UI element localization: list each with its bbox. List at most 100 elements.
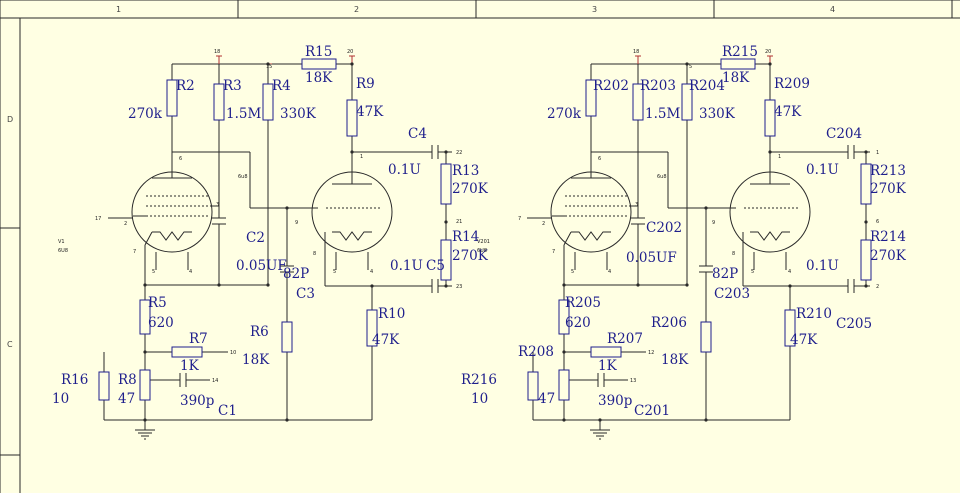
label-r7-value: 1K — [180, 358, 200, 374]
label-r16-value: 10 — [52, 391, 69, 407]
capacitor-c2 — [212, 212, 226, 228]
label-r213-value: 270K — [870, 181, 907, 197]
label-c202-value: 0.05UF — [626, 250, 677, 266]
label-r9-value: 47K — [356, 104, 384, 120]
net2-2: 2 — [876, 284, 879, 290]
tube-id-label: V1 — [58, 239, 65, 245]
label-c3-value: 82P — [283, 266, 309, 282]
pin-1: 1 — [360, 154, 363, 160]
label-r3-value: 1.5M — [226, 106, 261, 122]
label-c3: C3 — [296, 286, 315, 302]
net2-18: 18 — [633, 49, 639, 55]
label-c203: C203 — [714, 286, 750, 302]
label-c204: C204 — [826, 126, 862, 142]
pin2-5a: 5 — [571, 269, 574, 275]
amplifier-stage-1: R2 270k R3 1.5M R4 330K R15 18K R9 47K C… — [52, 44, 490, 440]
pin2-7: 7 — [552, 249, 555, 255]
resistor-r202 — [585, 79, 597, 117]
net-21: 21 — [456, 219, 462, 225]
label-r205-value: 620 — [565, 315, 591, 331]
label-r210: R210 — [796, 306, 832, 322]
pin-8: 8 — [313, 251, 316, 257]
label-r14-value: 270K — [452, 248, 489, 264]
net-23: 23 — [456, 284, 462, 290]
tube-pin-label: 6u8 — [238, 174, 248, 180]
row-label-d: D — [7, 115, 13, 124]
net-10: 10 — [230, 350, 236, 356]
resistor-r9 — [346, 99, 358, 137]
resistor-r203 — [632, 83, 644, 121]
label-c4-value: 0.1U — [388, 162, 421, 178]
label-r209-value: 47K — [774, 104, 802, 120]
label-c203-value: 82P — [712, 266, 738, 282]
vacuum-tube-pentode — [131, 170, 219, 270]
capacitor-c4 — [431, 145, 439, 159]
label-r7: R7 — [189, 331, 208, 347]
ground-symbol — [135, 429, 155, 440]
capacitor-c1 — [179, 373, 187, 387]
label-r214-value: 270K — [870, 248, 907, 264]
label-r215: R215 — [722, 44, 758, 60]
label-r8-value: 47 — [118, 391, 135, 407]
net-22: 22 — [456, 150, 462, 156]
pin2-9: 9 — [712, 220, 715, 226]
vacuum-tube-triode-2 — [729, 171, 811, 286]
label-r2-value: 270k — [128, 106, 163, 122]
capacitor-c3 — [280, 265, 294, 273]
net2-13: 13 — [630, 378, 636, 384]
resistor-r5 — [139, 299, 151, 335]
stage1-pin-labels: V1 6U8 6u8 V201 6U8 18 20 15 6 9 1 22 21… — [58, 49, 490, 384]
label-r4: R4 — [272, 78, 291, 94]
label-r15: R15 — [305, 44, 332, 60]
resistor-r213 — [860, 163, 872, 205]
resistor-r210 — [784, 309, 796, 347]
label-r2: R2 — [176, 78, 195, 94]
pin-4a: 4 — [189, 269, 192, 275]
label-r216-value: 10 — [471, 391, 488, 407]
label-r214: R214 — [870, 229, 906, 245]
resistor-r208 — [527, 371, 539, 401]
resistor-r215 — [720, 58, 756, 70]
resistor-r206 — [700, 321, 712, 353]
label-r3: R3 — [223, 78, 242, 94]
pin2-2: 2 — [542, 221, 545, 227]
vacuum-tube-pentode-2 — [550, 170, 638, 270]
label-r213: R213 — [870, 163, 906, 179]
label-r13: R13 — [452, 163, 479, 179]
tube-type-label: 6U8 — [58, 248, 68, 254]
label-r215-value: 18K — [722, 70, 750, 86]
pin-3: 3 — [216, 202, 219, 208]
label-r202: R202 — [593, 78, 629, 94]
vacuum-tube-triode — [311, 171, 393, 286]
resistor-r10 — [366, 309, 378, 347]
label-r13-value: 270K — [452, 181, 489, 197]
net2-7: 7 — [518, 216, 521, 222]
column-label-1: 1 — [116, 5, 121, 14]
net2-20: 20 — [765, 49, 771, 55]
pin-6: 6 — [179, 156, 182, 162]
label-r216: R216 — [461, 372, 497, 388]
label-r208: R208 — [518, 344, 554, 360]
net-17: 17 — [95, 216, 101, 222]
label-r209: R209 — [774, 76, 810, 92]
label-r202-value: 270k — [547, 106, 582, 122]
label-r6: R6 — [250, 324, 269, 340]
label-c205: C205 — [836, 316, 872, 332]
pin2-3: 3 — [635, 202, 638, 208]
label-r203: R203 — [640, 78, 676, 94]
tube2-pin-label: 6u8 — [657, 174, 667, 180]
net2-5: 5 — [689, 64, 692, 70]
column-label-4: 4 — [830, 5, 835, 14]
capacitor-c204 — [847, 145, 855, 159]
net2-6: 6 — [876, 219, 879, 225]
stage2-junctions — [562, 62, 868, 422]
net-15: 15 — [266, 64, 272, 70]
stage1-labels: R2 270k R3 1.5M R4 330K R15 18K R9 47K C… — [52, 44, 489, 419]
resistor-r16 — [98, 371, 110, 401]
label-r15-value: 18K — [305, 70, 333, 86]
label-r5-value: 620 — [148, 315, 174, 331]
label-r204-value: 330K — [699, 106, 736, 122]
label-c205-value: 0.1U — [806, 258, 839, 274]
pin2-5b: 5 — [751, 269, 754, 275]
